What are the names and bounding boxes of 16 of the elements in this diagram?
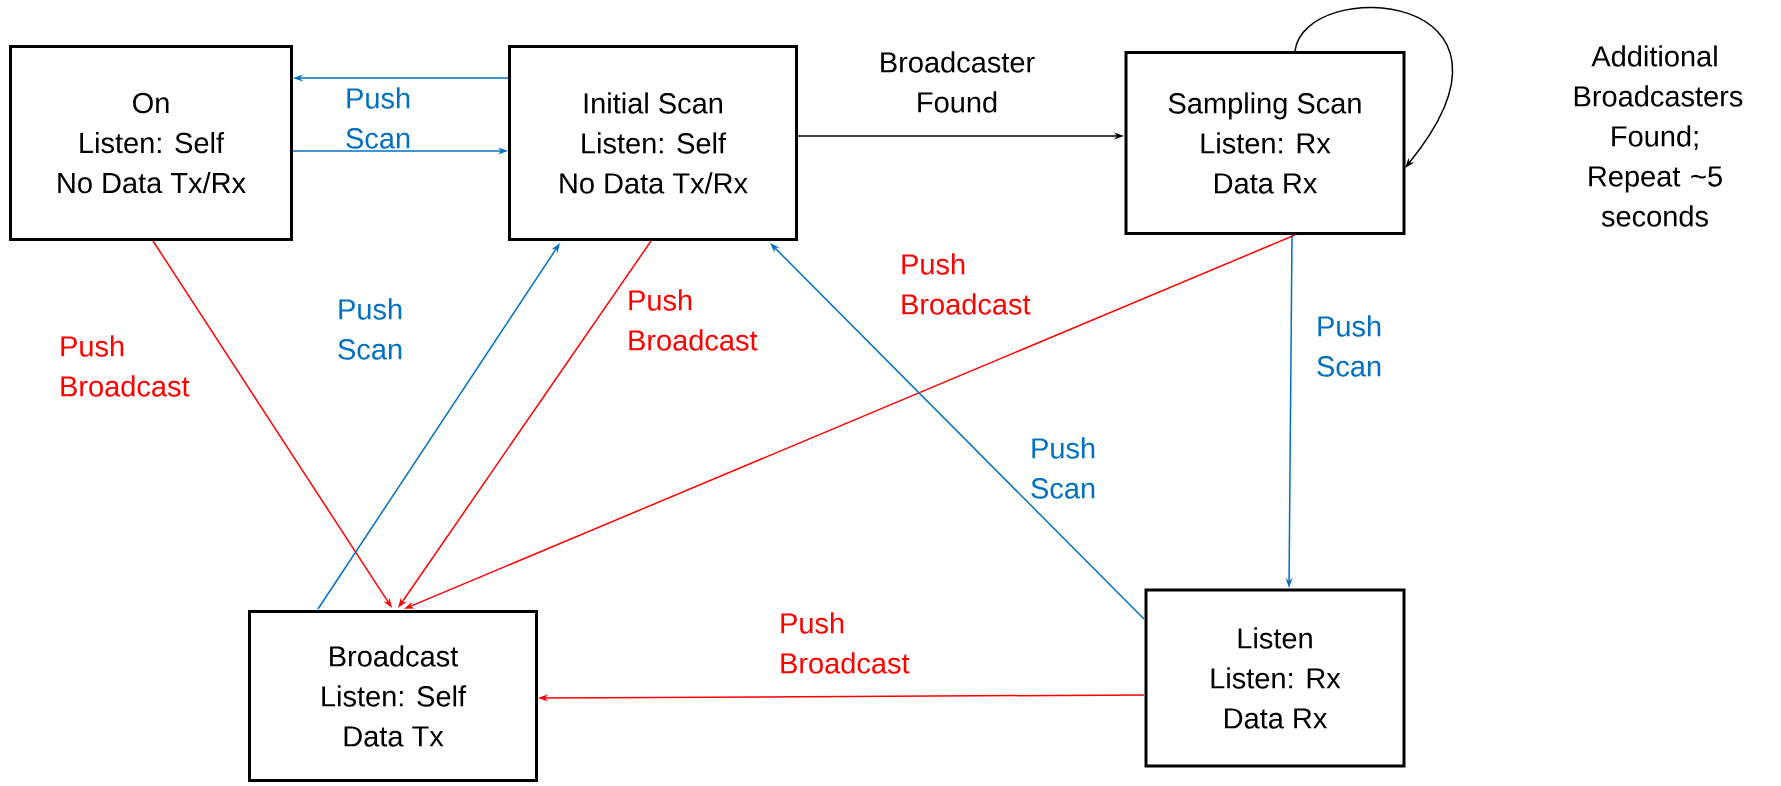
state-box: Broadcast Listen: Self Data Tx xyxy=(248,610,538,782)
edge-label: Push Scan xyxy=(1317,315,1381,377)
edge-label: Push Scan xyxy=(346,87,410,149)
edge-label: Push Scan xyxy=(1031,437,1095,499)
state-box: Listen Listen: Rx Data Rx xyxy=(1144,588,1406,768)
edge-label: Push Broadcast xyxy=(781,612,910,674)
edge-label: Push Broadcast xyxy=(61,335,190,397)
edge-label: Push Broadcast xyxy=(629,289,758,351)
state-box: On Listen: Self No Data Tx/Rx xyxy=(9,45,293,241)
edge-label: Push Broadcast xyxy=(902,253,1031,315)
state-box: Initial Scan Listen: Self No Data Tx/Rx xyxy=(508,45,798,241)
arrow xyxy=(770,243,1145,620)
edge-label: Push Scan xyxy=(338,298,402,360)
edge-label: Additional Broadcasters Found; Repeat ~5 seconds xyxy=(1574,45,1743,227)
state-box: Sampling Scan Listen: Rx Data Rx xyxy=(1124,51,1406,235)
edge-label: Broadcaster Found xyxy=(881,51,1035,113)
